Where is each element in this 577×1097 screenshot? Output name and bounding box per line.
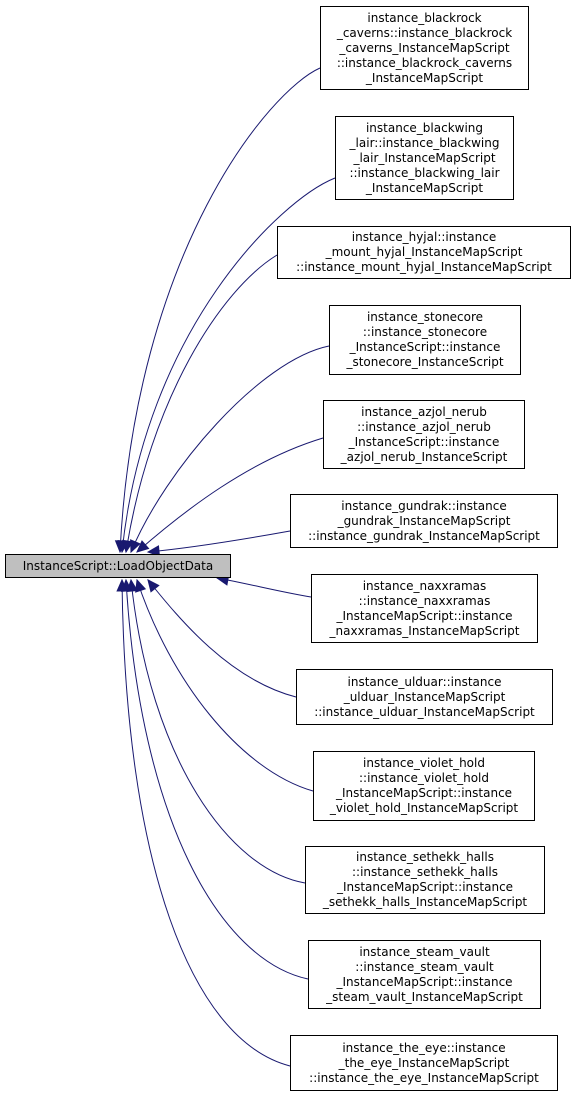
edge-violet_hold — [136, 579, 314, 792]
edge-ulduar — [147, 579, 297, 698]
caller-node-line: instance_sethekk_halls — [356, 850, 494, 864]
caller-node-hyjal[interactable]: instance_hyjal::instance _mount_hyjal_In… — [277, 226, 571, 279]
caller-node-line: ::instance_stonecore — [362, 325, 488, 339]
edge-the_eye — [121, 579, 291, 1067]
caller-node-stonecore[interactable]: instance_stonecore ::instance_stonecore … — [329, 305, 521, 375]
caller-node-line: instance_the_eye::instance — [342, 1040, 506, 1055]
caller-node-line: _InstanceMapScript::instance — [336, 974, 513, 989]
caller-node-line: ::instance_blackwing_lair — [349, 165, 500, 180]
caller-node-line: ::instance_blackrock_caverns — [336, 55, 513, 70]
arrowhead-azjol_nerub — [136, 540, 150, 553]
caller-node-line: ::instance_gundrak_InstanceMapScript — [308, 528, 540, 543]
caller-node-line: ::instance_ulduar_InstanceMapScript — [314, 704, 535, 719]
caller-node-line: instance_gundrak::instance — [341, 498, 507, 513]
caller-node-line: _caverns::instance_blackrock — [336, 25, 513, 40]
root-node: InstanceScript::LoadObjectData — [5, 554, 231, 578]
caller-node-line: ::instance_azjol_nerub — [357, 419, 491, 434]
caller-node-ulduar[interactable]: instance_ulduar::instance _ulduar_Instan… — [296, 669, 553, 725]
caller-node-line: _InstanceScript::instance — [348, 434, 500, 449]
arrowhead-hyjal — [122, 539, 134, 554]
caller-node-line: _lair_InstanceMapScript — [353, 150, 496, 165]
caller-node-naxxramas[interactable]: instance_naxxramas ::instance_naxxramas … — [311, 574, 538, 643]
caller-node-line: _gundrak_InstanceMapScript — [337, 513, 511, 528]
caller-node-line: _sethekk_halls_InstanceMapScript — [322, 895, 528, 909]
edge-naxxramas — [216, 577, 312, 598]
arrowhead-the_eye — [116, 578, 128, 592]
edge-hyjal — [125, 254, 278, 553]
caller-node-line: ::instance_sethekk_halls — [351, 865, 499, 879]
caller-node-line: _caverns_InstanceMapScript — [339, 40, 510, 55]
edge-blackwing_lair — [121, 177, 336, 553]
edge-sethekk_halls — [130, 579, 306, 884]
caller-node-blackrock-caverns[interactable]: instance_blackrock _caverns::instance_bl… — [320, 6, 529, 90]
caller-node-gundrak[interactable]: instance_gundrak::instance _gundrak_Inst… — [290, 494, 558, 548]
root-node-label: InstanceScript::LoadObjectData — [22, 558, 214, 573]
caller-node-violet-hold[interactable]: instance_violet_hold ::instance_violet_h… — [313, 751, 535, 821]
caller-node-line: _violet_hold_InstanceMapScript — [329, 801, 519, 815]
caller-node-line: _the_eye_InstanceMapScript — [338, 1055, 510, 1070]
caller-node-line: instance_naxxramas — [362, 578, 487, 593]
caller-node-line: _stonecore_InstanceScript — [346, 355, 504, 369]
edge-steam_vault — [125, 579, 309, 980]
caller-node-line: instance_ulduar::instance — [347, 674, 502, 689]
edge-stonecore — [130, 345, 330, 553]
caller-node-line: _InstanceScript::instance — [349, 340, 501, 354]
edge-gundrak — [147, 530, 291, 553]
caller-node-azjol-nerub[interactable]: instance_azjol_nerub ::instance_azjol_ne… — [323, 400, 525, 469]
caller-node-the-eye[interactable]: instance_the_eye::instance _the_eye_Inst… — [290, 1035, 558, 1091]
caller-node-line: _lair::instance_blackwing — [349, 135, 500, 150]
caller-node-line: instance_stonecore — [366, 310, 484, 324]
caller-node-line: ::instance_violet_hold — [358, 771, 490, 785]
caller-node-line: instance_steam_vault — [359, 944, 490, 959]
caller-node-line: _naxxramas_InstanceMapScript — [329, 623, 520, 638]
caller-node-line: _InstanceMapScript::instance — [335, 786, 513, 800]
caller-node-steam-vault[interactable]: instance_steam_vault ::instance_steam_va… — [308, 940, 541, 1009]
caller-node-line: _InstanceMapScript — [365, 180, 484, 195]
caller-node-line: instance_hyjal::instance — [351, 230, 497, 244]
arrowhead-ulduar — [147, 579, 160, 593]
caller-node-line: _InstanceMapScript — [365, 70, 484, 85]
caller-node-line: instance_azjol_nerub — [361, 404, 487, 419]
caller-node-line: ::instance_mount_hyjal_InstanceMapScript — [296, 260, 552, 274]
caller-node-line: _ulduar_InstanceMapScript — [343, 689, 506, 704]
caller-node-line: instance_blackrock — [367, 10, 482, 25]
caller-node-blackwing-lair[interactable]: instance_blackwing _lair::instance_black… — [335, 116, 514, 200]
arrowhead-gundrak — [146, 545, 160, 557]
caller-node-line: instance_blackwing — [365, 120, 484, 135]
caller-node-sethekk-halls[interactable]: instance_sethekk_halls ::instance_sethek… — [305, 846, 545, 914]
caller-node-line: _InstanceMapScript::instance — [336, 608, 513, 623]
caller-node-line: ::instance_naxxramas — [358, 593, 491, 608]
caller-node-line: instance_violet_hold — [363, 756, 485, 770]
caller-node-line: _mount_hyjal_InstanceMapScript — [325, 245, 523, 259]
caller-node-line: _azjol_nerub_InstanceScript — [340, 449, 508, 464]
edge-blackrock_caverns — [119, 67, 321, 553]
arrowhead-violet_hold — [135, 578, 147, 593]
edge-azjol_nerub — [136, 437, 324, 553]
caller-node-line: _InstanceMapScript::instance — [336, 880, 514, 894]
caller-node-line: ::instance_the_eye_InstanceMapScript — [309, 1070, 539, 1085]
caller-node-line: _steam_vault_InstanceMapScript — [326, 989, 523, 1004]
caller-node-line: ::instance_steam_vault — [355, 959, 494, 974]
arrowhead-stonecore — [130, 539, 141, 554]
